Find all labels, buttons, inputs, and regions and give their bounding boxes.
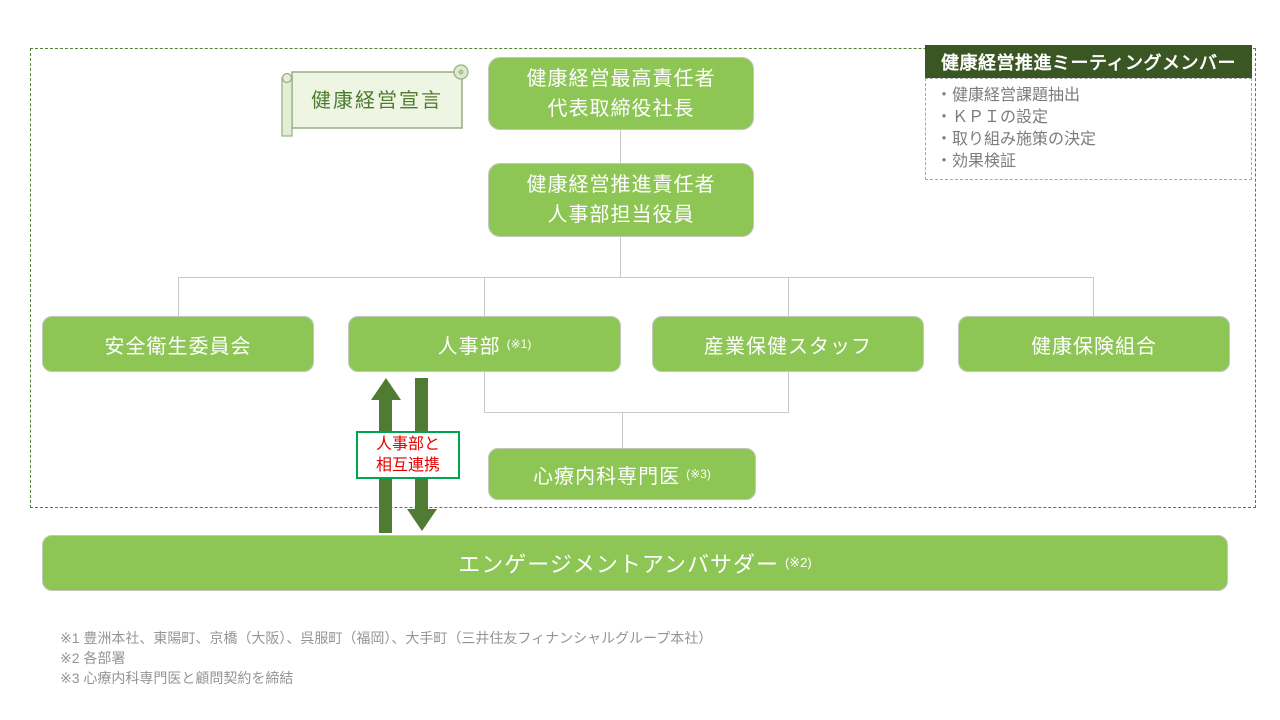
connector-line [178,277,179,316]
box-label: 人事部 [437,335,501,358]
meeting-list-item: ・健康経営課題抽出 [936,87,1081,104]
box-label: 心療内科専門医 [533,465,681,488]
footnote-line: ※3 心療内科専門医と顧問契約を締結 [60,670,294,686]
box-occupational-health-staff: 産業保健スタッフ [652,316,924,372]
banner-label: 健康経営宣言 [311,90,443,112]
diagram-outer-border [30,48,1256,508]
meeting-list-item: ・効果検証 [936,153,1017,170]
connector-line [484,372,485,412]
mutual-cooperation-label: 人事部と 相互連携 [356,431,460,479]
box-title-line: 健康経営最高責任者 [526,67,716,90]
connector-line [622,412,623,448]
arrow-down-icon [407,509,437,531]
connector-line [178,277,1094,278]
box-footnote-ref: (※1) [506,337,532,351]
box-label: エンゲージメントアンバサダー [458,552,779,577]
box-title-line: 健康経営推進責任者 [526,174,716,196]
meeting-members-header: 健康経営推進ミーティングメンバー [925,45,1252,78]
box-safety-committee: 安全衛生委員会 [42,316,314,372]
meeting-list-item: ・取り組み施策の決定 [936,131,1097,148]
connector-line [484,412,789,413]
footnote-line: ※2 各部署 [60,650,126,666]
mutual-cooperation-line: 人事部と [375,436,440,453]
box-label: 健康保険組合 [1031,335,1157,358]
arrow-up-icon [371,378,401,400]
connector-line [788,372,789,412]
mutual-cooperation-line: 相互連携 [375,457,440,474]
connector-line [620,237,621,277]
box-footnote-ref: (※2) [784,555,812,570]
box-promotion-officer: 健康経営推進責任者 人事部担当役員 [488,163,754,237]
box-hr-department: 人事部 (※1) [348,316,621,372]
connector-line [620,130,621,163]
meeting-list-item: ・ＫＰＩの設定 [936,109,1049,126]
box-footnote-ref: (※3) [686,467,711,481]
box-engagement-ambassador: エンゲージメントアンバサダー (※2) [42,535,1228,591]
box-title-line: 代表取締役社長 [547,97,695,120]
connector-line [1093,277,1094,316]
footnote-line: ※1 豊洲本社、東陽町、京橋（大阪）、呉服町（福岡）、大手町（三井住友フィナンシ… [60,630,713,646]
box-label: 安全衛生委員会 [104,335,252,358]
box-label: 産業保健スタッフ [704,335,872,358]
connector-line [788,277,789,316]
health-declaration-banner: 健康経営宣言 [280,62,474,142]
box-chief-officer: 健康経営最高責任者 代表取締役社長 [488,57,754,130]
scroll-shape-icon [281,64,469,137]
box-title-line: 人事部担当役員 [547,204,695,226]
box-health-insurance-union: 健康保険組合 [958,316,1230,372]
connector-line [484,277,485,316]
meeting-members-list: ・健康経営課題抽出 ・ＫＰＩの設定 ・取り組み施策の決定 ・効果検証 [925,78,1252,180]
footnotes: ※1 豊洲本社、東陽町、京橋（大阪）、呉服町（福岡）、大手町（三井住友フィナンシ… [60,628,712,688]
box-psychosomatic-specialist: 心療内科専門医 (※3) [488,448,756,500]
